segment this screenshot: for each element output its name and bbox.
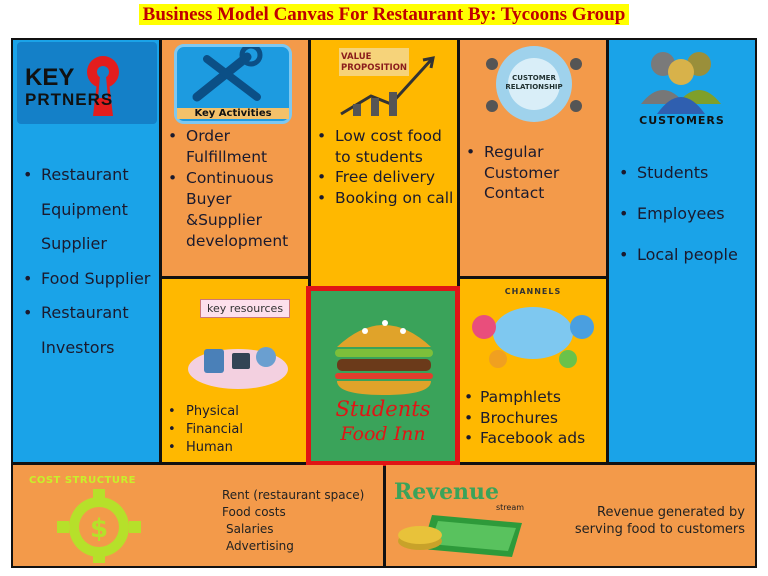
value-proposition-icon-label: VALUE PROPOSITION: [341, 52, 408, 73]
channels-list: Pamphlets Brochures Facebook ads: [460, 387, 606, 449]
key-partners-logo-line2: PRTNERS: [25, 90, 114, 109]
customers-icon: CUSTOMERS: [613, 42, 751, 127]
customers-icon-label: CUSTOMERS: [639, 114, 725, 127]
customer-relationship-icon: CUSTOMER RELATIONSHIP: [478, 42, 590, 124]
list-item: Pamphlets: [460, 387, 606, 408]
key-activities-icon: Key Activities: [174, 43, 292, 124]
value-proposition-list: Low cost food to students Free delivery …: [313, 126, 455, 208]
list-item: Food costs: [222, 505, 286, 519]
list-item: Booking on call: [313, 188, 455, 209]
channels-icon: [472, 307, 594, 368]
keyhole-icon: [87, 56, 119, 116]
key-activities-list: Order Fulfillment Continuous Buyer &Supp…: [164, 126, 306, 252]
key-resources-icon-label: key resources: [200, 299, 291, 318]
list-item: Brochures: [460, 408, 606, 429]
key-resources-list: Physical Financial Human: [164, 403, 306, 457]
network-icon: [486, 46, 582, 122]
customer-relationship-list: Regular Customer Contact: [462, 142, 604, 204]
key-partners-list: Restaurant Equipment Supplier Food Suppl…: [19, 158, 157, 365]
key-partners-logo-line1: KEY: [25, 64, 75, 91]
center-logo-line1: Students: [335, 397, 431, 421]
key-activities-icon-label: Key Activities: [177, 108, 289, 119]
list-item: Local people: [615, 234, 753, 275]
channels-icon-label: CHANNELS: [504, 287, 562, 296]
value-proposition-block: VALUE PROPOSITION Low cost food to stude…: [311, 40, 457, 286]
revenue-text-line1: Revenue generated by: [597, 505, 745, 520]
list-item: Students: [615, 152, 753, 193]
cost-structure-icon-label: COST STRUCTURE: [29, 475, 136, 486]
customer-relationship-icon-label: CUSTOMER RELATIONSHIP: [505, 74, 563, 91]
list-item: Restaurant Equipment Supplier: [19, 158, 157, 262]
list-item: Human: [164, 439, 306, 457]
cost-structure-list: Rent (restaurant space) Food costs Salar…: [222, 487, 382, 555]
list-item: Restaurant Investors: [19, 296, 157, 365]
customer-relationship-block: CUSTOMER RELATIONSHIP Regular Customer C…: [460, 40, 606, 276]
channels-block: CHANNELS Pamphlets Brochures Facebook ad…: [460, 279, 606, 462]
list-item: Financial: [164, 421, 306, 439]
canvas-title: Business Model Canvas For Restaurant By:…: [0, 4, 768, 26]
value-proposition-icon: VALUE PROPOSITION: [331, 46, 443, 122]
tools-icon: [192, 43, 263, 102]
svg-text:$: $: [90, 514, 108, 544]
revenue-text-line2: serving food to customers: [574, 522, 745, 537]
list-item: Regular Customer Contact: [462, 142, 604, 204]
resources-icon: [188, 347, 288, 389]
center-logo: Students Food Inn: [311, 291, 455, 461]
list-item: Free delivery: [313, 167, 455, 188]
cost-structure-block: COST STRUCTURE $ Rent (restaurant space)…: [13, 465, 383, 566]
customers-list: Students Employees Local people: [615, 152, 753, 275]
list-item: Order Fulfillment: [164, 126, 306, 168]
list-item: Rent (restaurant space): [222, 488, 365, 502]
burger-icon: [335, 320, 433, 395]
key-activities-block: Key Activities Order Fulfillment Continu…: [162, 40, 308, 276]
list-item: Physical: [164, 403, 306, 421]
revenue-block: Revenue stream Revenue generated by serv…: [386, 465, 755, 566]
customers-block: CUSTOMERS Students Employees Local peopl…: [609, 40, 755, 462]
list-item: Employees: [615, 193, 753, 234]
revenue-icon-sublabel: stream: [496, 503, 525, 512]
key-partners-logo: KEY PRTNERS: [17, 42, 157, 124]
list-item: Food Supplier: [19, 262, 157, 297]
key-partners-block: KEY PRTNERS Restaurant Equipment Supplie…: [13, 40, 159, 462]
money-icon: [398, 515, 522, 557]
list-item: Facebook ads: [460, 428, 606, 449]
revenue-icon-label: Revenue: [394, 479, 500, 505]
list-item: Continuous Buyer &Supplier development: [164, 168, 306, 252]
list-item: Salaries: [226, 522, 274, 536]
growth-chart-icon: [339, 48, 435, 116]
key-resources-block: key resources Physical Financial Human: [162, 279, 308, 462]
list-item: Low cost food to students: [313, 126, 455, 167]
people-icon: [641, 52, 721, 114]
center-logo-line2: Food Inn: [340, 423, 426, 445]
canvas-title-text: Business Model Canvas For Restaurant By:…: [138, 4, 630, 25]
dollar-gear-icon: $: [57, 489, 141, 563]
center-logo-block: Students Food Inn: [306, 286, 460, 466]
list-item: Advertising: [226, 539, 294, 553]
